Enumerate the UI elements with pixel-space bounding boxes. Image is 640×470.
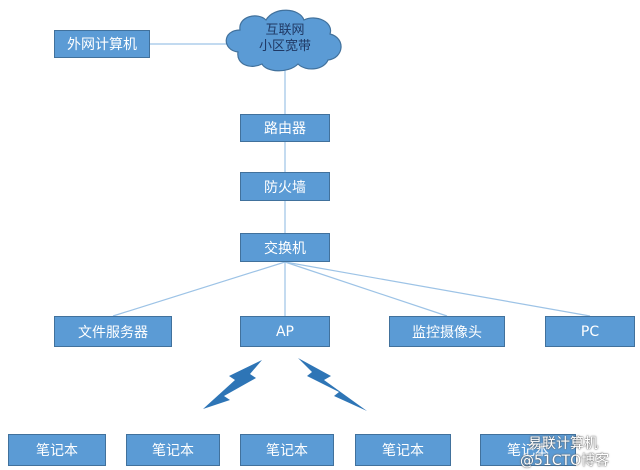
laptop-node: 笔记本: [480, 434, 576, 466]
internet-label: 互联网: [265, 23, 305, 38]
laptop-node: 笔记本: [355, 434, 451, 466]
router-node: 路由器: [240, 114, 330, 142]
pc-node: PC: [545, 316, 635, 347]
external-computer-node: 外网计算机: [54, 30, 150, 58]
laptop-node: 笔记本: [240, 434, 334, 466]
internet-cloud-label: 互联网 小区宽带: [248, 23, 322, 55]
line-switch-to-pc: [284, 261, 591, 317]
firewall-node: 防火墙: [240, 172, 330, 201]
camera-node: 监控摄像头: [389, 316, 505, 347]
line-switch-to-camera: [284, 261, 448, 317]
switch-node: 交换机: [240, 233, 330, 262]
file-server-node: 文件服务器: [54, 316, 172, 347]
line-switch-to-file-server: [112, 261, 286, 317]
watermark-source: @51CTO博客: [520, 453, 610, 469]
lightning-bolt-icon: [298, 358, 367, 411]
connector-lines: [112, 43, 591, 317]
broadband-label: 小区宽带: [258, 39, 311, 54]
watermark-account: 易联计算机: [528, 436, 598, 452]
cloud-icon: [225, 9, 342, 72]
laptop-node: 笔记本: [8, 434, 106, 466]
lightning-bolt-icon: [203, 360, 262, 409]
ap-node: AP: [240, 316, 330, 347]
wireless-signals: [203, 358, 367, 411]
laptop-node: 笔记本: [126, 434, 220, 466]
